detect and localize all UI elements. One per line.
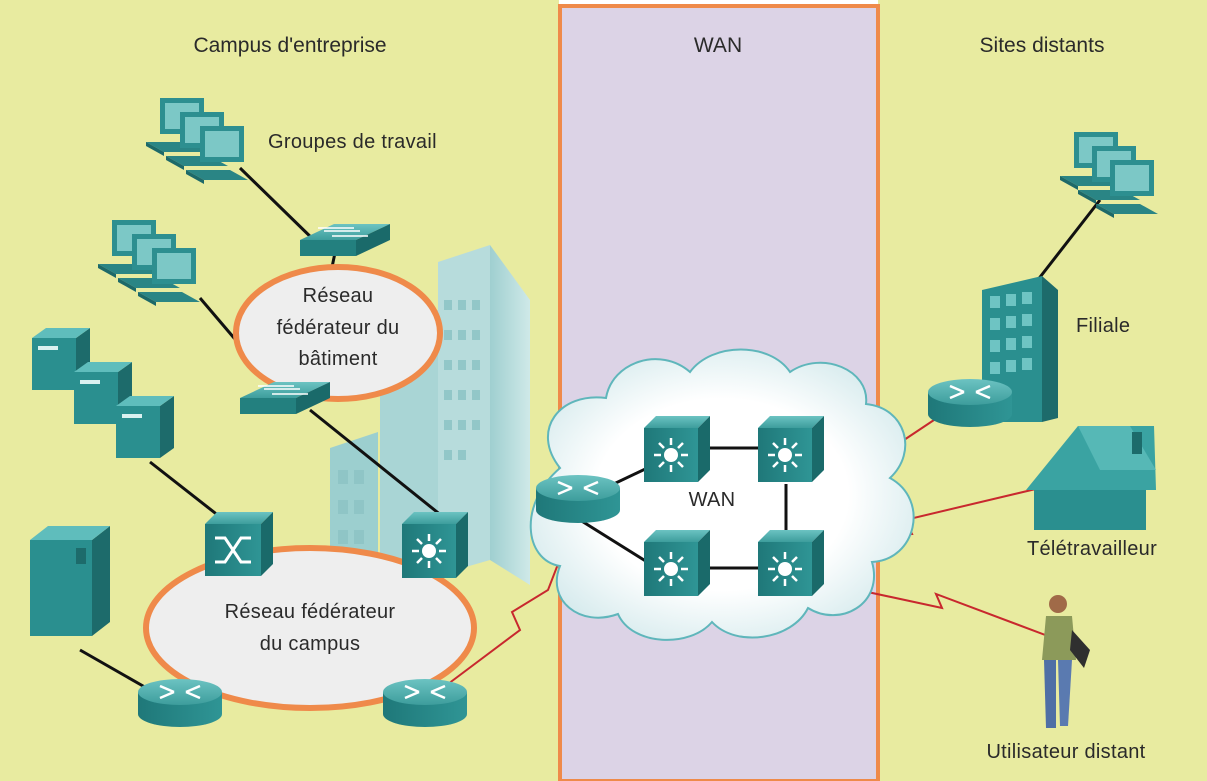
branch-link	[1028, 199, 1102, 291]
router-icon	[381, 677, 469, 729]
remote-title: Sites distants	[980, 34, 1105, 57]
person-icon	[1042, 595, 1090, 728]
multilayer-switch-icon	[756, 414, 826, 484]
building-backbone-label-2: fédérateur du	[277, 317, 400, 339]
building-backbone-ring	[233, 264, 443, 402]
campus-title: Campus d'entreprise	[193, 34, 386, 57]
mainframe-icon	[30, 526, 110, 636]
router-icon	[136, 677, 224, 729]
workgroups-label: Groupes de travail	[268, 131, 437, 153]
wan-title: WAN	[694, 34, 742, 57]
server-icon	[116, 396, 174, 458]
atm-switch-icon	[203, 510, 275, 578]
remote-user-label: Utilisateur distant	[986, 741, 1145, 763]
router-icon	[534, 473, 622, 525]
house-icon	[1026, 426, 1156, 530]
campus-backbone-label-2: du campus	[260, 633, 361, 655]
multilayer-switch-icon	[400, 510, 470, 580]
building-backbone-label-1: Réseau	[303, 285, 374, 307]
campus-backbone-label-1: Réseau fédérateur	[225, 601, 396, 623]
teleworker-label: Télétravailleur	[1027, 538, 1157, 560]
multilayer-switch-icon	[642, 414, 712, 484]
branch-label: Filiale	[1076, 315, 1130, 337]
router-icon	[926, 377, 1014, 429]
wan-cloud-label: WAN	[689, 489, 736, 511]
building-backbone-label-3: bâtiment	[298, 348, 377, 370]
multilayer-switch-icon	[756, 528, 826, 598]
campus-backbone-ring	[143, 545, 477, 711]
multilayer-switch-icon	[642, 528, 712, 598]
